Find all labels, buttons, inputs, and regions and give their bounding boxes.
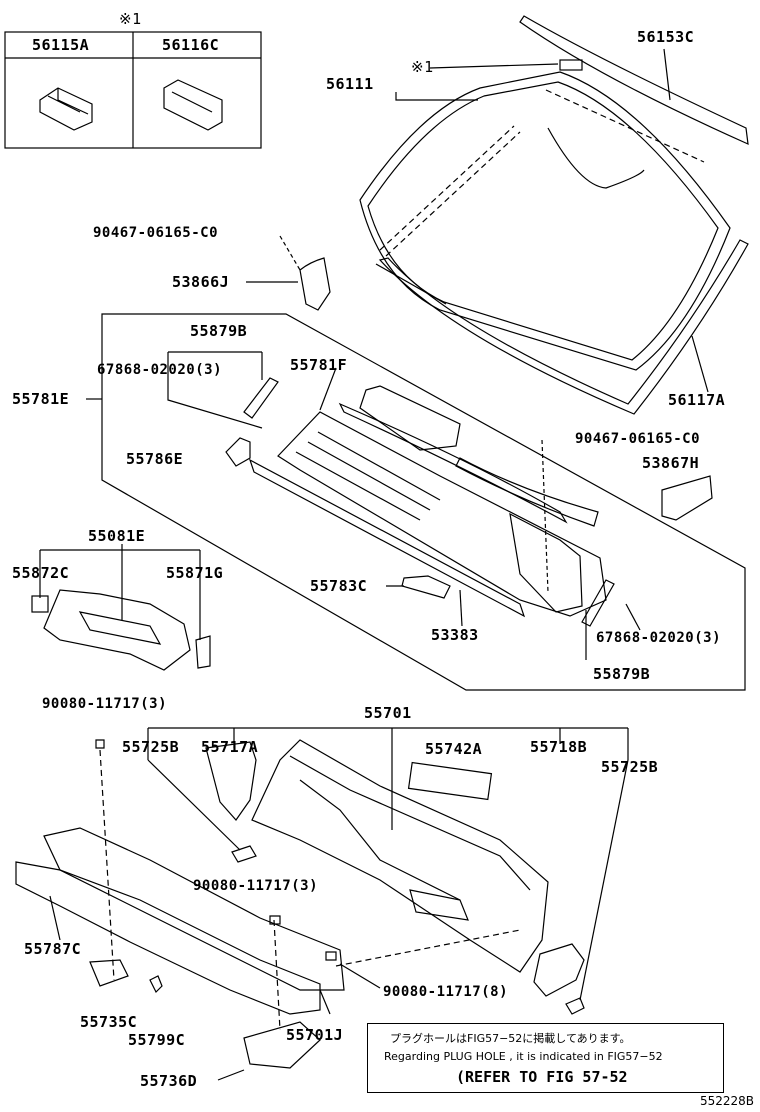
label-55725B-left: 55725B bbox=[122, 738, 180, 756]
label-55735C: 55735C bbox=[80, 1013, 138, 1031]
label-90467-b: 90467-06165-C0 bbox=[575, 431, 701, 447]
label-56117A: 56117A bbox=[668, 391, 726, 409]
reference-note-box: プラグホールはFIG57−52に掲載してあります。 Regarding PLUG… bbox=[367, 1023, 724, 1093]
label-55718B: 55718B bbox=[530, 738, 588, 756]
label-55781E: 55781E bbox=[12, 390, 70, 408]
cover-53867H-drawing bbox=[661, 475, 713, 521]
note-line-jp: プラグホールはFIG57−52に掲載してあります。 bbox=[390, 1032, 631, 1045]
clip-55799C-drawing bbox=[149, 975, 163, 994]
bracket-55735C-drawing bbox=[89, 959, 129, 987]
bracket-55736D-drawing bbox=[243, 1021, 321, 1069]
inset-header-56116C: 56116C bbox=[162, 36, 220, 54]
label-55879B-bottom: 55879B bbox=[593, 665, 651, 683]
label-55879B-top: 55879B bbox=[190, 322, 248, 340]
label-55717A: 55717A bbox=[201, 738, 259, 756]
label-55799C: 55799C bbox=[128, 1031, 186, 1049]
note-refer-link[interactable]: (REFER TO FIG 57-52 bbox=[456, 1068, 628, 1086]
label-mark-1: ※1 bbox=[411, 58, 434, 76]
label-53867H: 53867H bbox=[642, 454, 700, 472]
clip-55786E-drawing bbox=[225, 437, 251, 467]
frame-55781E bbox=[101, 313, 746, 691]
clip-56116C-drawing bbox=[163, 79, 223, 131]
label-90080-3b: 90080-11717(3) bbox=[193, 878, 319, 894]
moulding-56117A-drawing bbox=[378, 239, 749, 415]
panel-55787C-drawing bbox=[15, 861, 321, 1015]
label-55786E: 55786E bbox=[126, 450, 184, 468]
label-67868-bottom: 67868-02020(3) bbox=[596, 630, 722, 646]
seal-55871G-drawing bbox=[195, 635, 211, 669]
cowl-panel-55701-drawing bbox=[251, 739, 549, 973]
label-67868-top: 67868-02020(3) bbox=[97, 362, 223, 378]
label-55701J: 55701J bbox=[286, 1026, 344, 1044]
duct-55081E-drawing bbox=[43, 589, 191, 671]
label-55871G: 55871G bbox=[166, 564, 224, 582]
label-90080-8: 90080-11717(8) bbox=[383, 984, 509, 1000]
windshield-56111-drawing bbox=[359, 71, 731, 371]
inset-mark: ※1 bbox=[119, 10, 142, 28]
clip-56115A-drawing bbox=[39, 87, 93, 131]
label-55787C: 55787C bbox=[24, 940, 82, 958]
seal-55879B-right-drawing bbox=[581, 579, 615, 627]
label-90080-3a: 90080-11717(3) bbox=[42, 696, 168, 712]
label-55872C: 55872C bbox=[12, 564, 70, 582]
moulding-56153C-drawing bbox=[519, 15, 749, 145]
label-56111: 56111 bbox=[326, 75, 374, 93]
label-55081E: 55081E bbox=[88, 527, 146, 545]
label-90467-a: 90467-06165-C0 bbox=[93, 225, 219, 241]
label-56153C: 56153C bbox=[637, 28, 695, 46]
seal-55783C-drawing bbox=[401, 575, 451, 599]
label-55781F: 55781F bbox=[290, 356, 348, 374]
note-line-en: Regarding PLUG HOLE , it is indicated in… bbox=[384, 1050, 663, 1063]
pad-55742A-drawing bbox=[407, 761, 493, 801]
label-55742A: 55742A bbox=[425, 740, 483, 758]
label-55783C: 55783C bbox=[310, 577, 368, 595]
label-55701: 55701 bbox=[364, 704, 412, 722]
seal-55879B-left-drawing bbox=[243, 377, 279, 419]
label-55725B-right: 55725B bbox=[601, 758, 659, 776]
inset-header-56115A: 56115A bbox=[32, 36, 90, 54]
seal-55872C-drawing bbox=[31, 595, 49, 613]
cover-53866J-drawing bbox=[299, 257, 331, 311]
figure-id: 552228B bbox=[699, 1094, 754, 1108]
label-53383: 53383 bbox=[431, 626, 479, 644]
label-53866J: 53866J bbox=[172, 273, 230, 291]
label-55736D: 55736D bbox=[140, 1072, 198, 1090]
louver-55781F-drawing bbox=[277, 411, 607, 617]
